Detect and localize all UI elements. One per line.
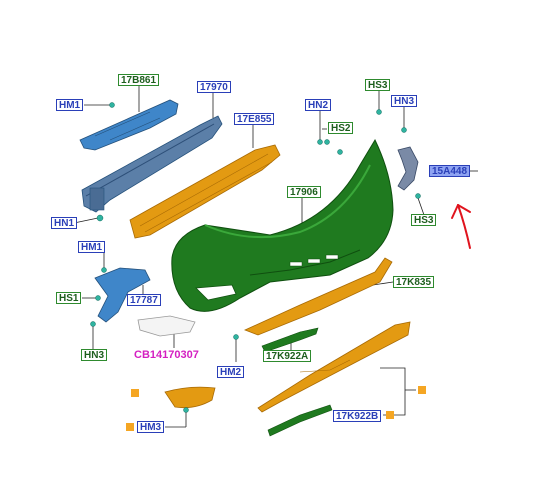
label-hs3-bottom: HS3 <box>411 214 437 226</box>
label-CB14170307: CB14170307 <box>134 349 199 361</box>
label-15A448: 15A448 <box>429 165 471 177</box>
absorber-17E855 <box>129 144 281 239</box>
lower-trim <box>267 404 333 437</box>
label-17970: 17970 <box>197 81 231 93</box>
diffuser-17K922B <box>257 321 411 413</box>
label-hm1-mid: HM1 <box>78 241 106 253</box>
label-17E855: 17E855 <box>234 113 275 125</box>
label-hm3: HM3 <box>137 421 165 433</box>
label-17K922A: 17K922A <box>263 350 312 362</box>
label-17K835: 17K835 <box>393 276 435 288</box>
marker-left-lower <box>126 423 134 431</box>
reflector-CB14170307 <box>137 315 196 337</box>
impact-beam-17970 <box>81 115 223 213</box>
label-hs1: HS1 <box>56 292 82 304</box>
moulding-17K922A <box>261 327 319 353</box>
label-hm2: HM2 <box>217 366 245 378</box>
clips <box>90 102 421 413</box>
label-hm1-top: HM1 <box>56 99 84 111</box>
skirt-17K835 <box>243 257 393 336</box>
bracket-17787 <box>94 267 151 323</box>
bumper-cover-17906 <box>171 138 394 312</box>
label-hs3-top: HS3 <box>365 79 391 91</box>
label-17K922B: 17K922B <box>333 410 382 422</box>
label-17B861: 17B861 <box>118 74 160 86</box>
label-hn2: HN2 <box>305 99 332 111</box>
label-17787: 17787 <box>127 294 161 306</box>
label-hn1: HN1 <box>51 217 78 229</box>
label-17906: 17906 <box>287 186 321 198</box>
label-hs2: HS2 <box>328 122 354 134</box>
marker-right-upper <box>418 386 426 394</box>
bracket-15A448 <box>397 146 419 191</box>
marker-right-lower <box>386 411 394 419</box>
reinforcement-17B861 <box>79 99 179 151</box>
corner-piece <box>164 386 216 409</box>
label-hn3-right: HN3 <box>391 95 418 107</box>
label-hn3-left: HN3 <box>81 349 108 361</box>
marker-left-upper <box>131 389 139 397</box>
red-arrow <box>451 204 471 249</box>
